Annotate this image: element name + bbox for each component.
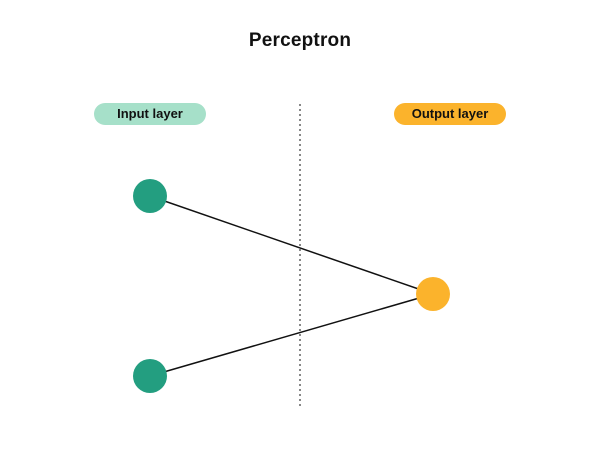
connection-input-1-output [149, 195, 434, 295]
output-node-1 [416, 277, 450, 311]
output-layer-label: Output layer [394, 103, 506, 125]
input-node-1 [133, 179, 167, 213]
input-layer-label: Input layer [94, 103, 206, 125]
input-node-2 [133, 359, 167, 393]
connection-input-2-output [149, 293, 434, 377]
diagram-title: Perceptron [248, 30, 352, 51]
